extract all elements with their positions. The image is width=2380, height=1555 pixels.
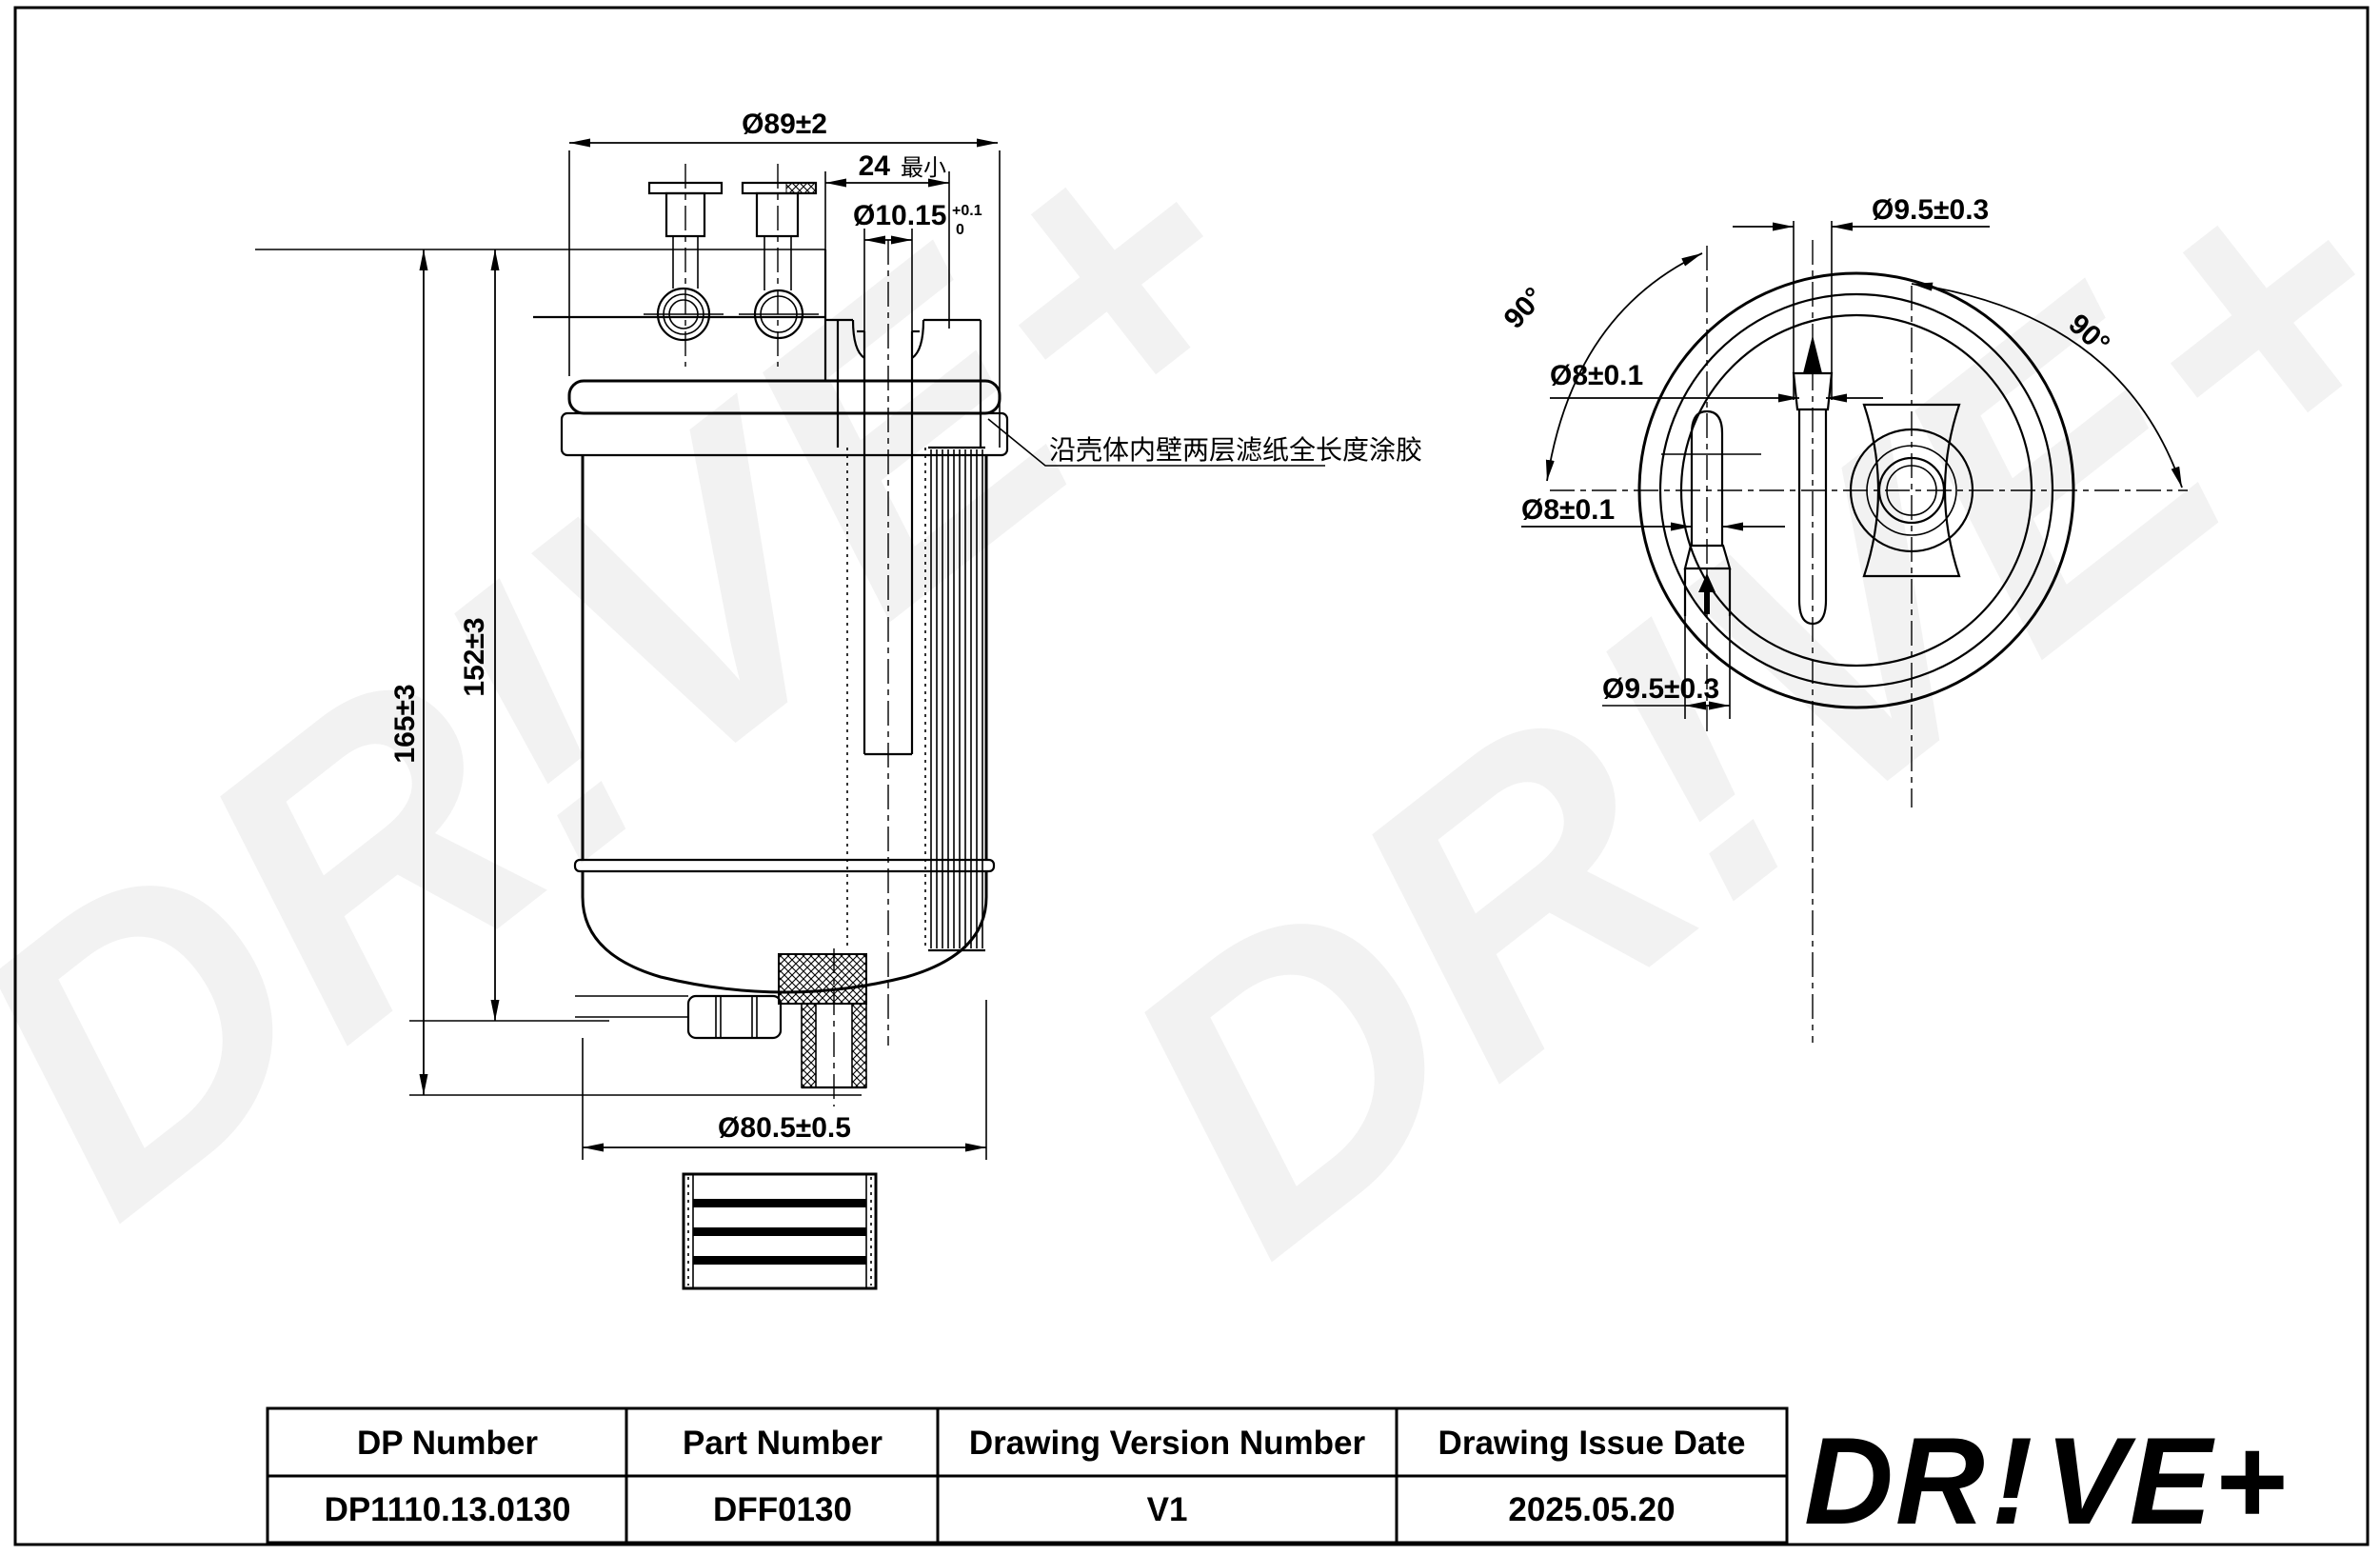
dim-height-outer-label: 165±3 (389, 684, 421, 763)
dim-side-port-id-label: Ø8±0.1 (1521, 494, 1615, 526)
logo-bang: ! (1992, 1411, 2034, 1550)
dim-angle-left-label: 90° (1497, 282, 1550, 335)
note-cn-label: 沿壳体内壁两层滤纸全长度涂胶 (1049, 435, 1422, 465)
table-value-issue-date: 2025.05.20 (1508, 1491, 1675, 1528)
watermark-layer: DR!VE+ DR!VE+ (0, 34, 2380, 1334)
bottom-outlet (575, 948, 867, 1106)
dim-top-port-od-label: Ø9.5±0.3 (1872, 194, 1989, 226)
logo-text-ve-plus: VE+ (2045, 1411, 2288, 1550)
dim-side-port-od-label: Ø9.5±0.3 (1602, 673, 1719, 705)
brand-logo: DR ! VE+ (1804, 1411, 2288, 1550)
dim-top-port-id-label: Ø8±0.1 (1550, 360, 1643, 391)
dim-port-gap-note-label: 最小 (901, 155, 946, 181)
filter-pleats (846, 446, 985, 952)
table-value-drawing-version: V1 (1147, 1491, 1188, 1528)
inlet-cap-left (647, 164, 724, 367)
table-header-issue-date: Drawing Issue Date (1438, 1425, 1746, 1462)
dim-bore-tol-plus-label: +0.1 (952, 203, 982, 219)
logo-text-dr: DR (1804, 1411, 1987, 1550)
port-boss-right (739, 289, 819, 340)
port-boss-left (644, 287, 724, 342)
table-value-part-number: DFF0130 (713, 1491, 852, 1528)
title-block-table: DP Number Part Number Drawing Version Nu… (266, 1406, 1789, 1545)
table-value-dp-number: DP1110.13.0130 (325, 1491, 571, 1528)
sleeve-part (682, 1172, 878, 1290)
dim-bottom-width-label: Ø80.5±0.5 (718, 1112, 851, 1144)
table-header-part-number: Part Number (683, 1425, 883, 1462)
dim-bore-tol-minus-label: 0 (956, 222, 964, 238)
page-border (13, 6, 2370, 1546)
top-view-drawing: Ø9.5±0.3 Ø8±0.1 Ø8±0.1 Ø9.5±0.3 (1497, 194, 2188, 1043)
dim-height-inner-label: 152±3 (459, 617, 490, 696)
table-header-drawing-version: Drawing Version Number (969, 1425, 1366, 1462)
table-header-dp-number: DP Number (357, 1425, 538, 1462)
dim-top-width-label: Ø89±2 (742, 109, 827, 140)
dim-bore-label: Ø10.15 (853, 200, 946, 231)
dim-port-gap-value-label: 24 (859, 150, 891, 182)
side-view-drawing: Ø89±2 24 最小 Ø10.15 +0.1 0 (255, 109, 1422, 1290)
